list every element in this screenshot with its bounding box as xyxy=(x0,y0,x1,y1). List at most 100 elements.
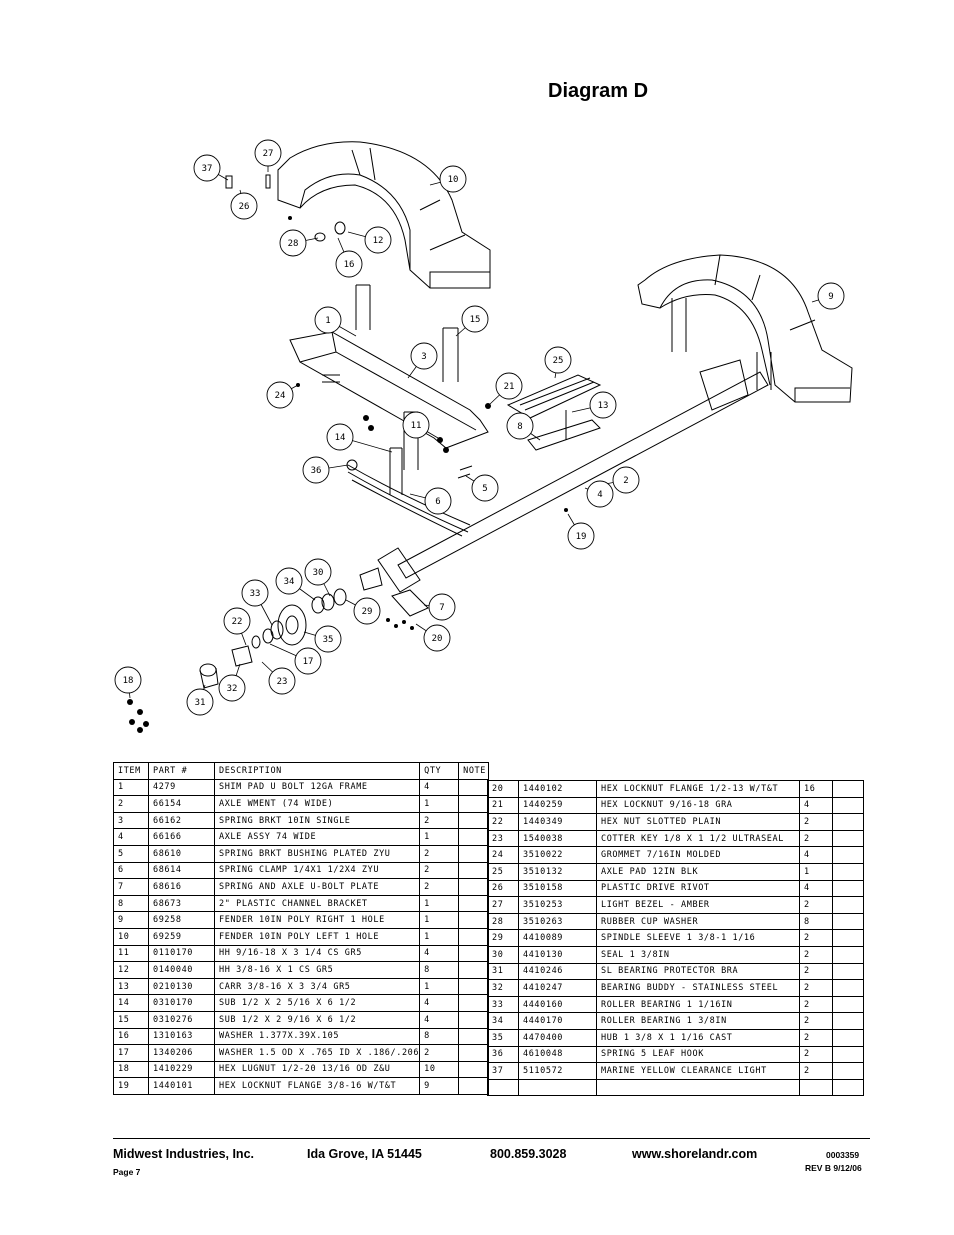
cell-note xyxy=(832,912,864,931)
cell-note xyxy=(458,878,490,896)
cell-item: 10 xyxy=(113,927,149,946)
column-header: ITEM xyxy=(113,762,149,780)
callout-number: 21 xyxy=(504,382,515,392)
callout-number: 18 xyxy=(123,676,134,686)
callout-balloon: 6 xyxy=(424,487,452,515)
column-header: PART # xyxy=(148,762,215,780)
cell-qty: 1 xyxy=(419,795,460,813)
cell-note xyxy=(832,929,864,947)
callout-balloon: 2 xyxy=(612,466,640,494)
frame-bracket-drawing xyxy=(289,331,489,449)
cell-note xyxy=(458,894,490,913)
cell-desc: HEX LUGNUT 1/2-20 13/16 OD Z&U xyxy=(213,1060,421,1079)
callout-number: 24 xyxy=(275,391,286,401)
footer-page: Page 7 xyxy=(113,1167,141,1177)
cell-desc: WASHER 1.5 OD X .765 ID X .186/.206 xyxy=(213,1044,421,1062)
cell-item xyxy=(487,1078,519,1097)
cell-desc: WASHER 1.377X.39X.105 xyxy=(213,1027,421,1046)
cell-part: 1540038 xyxy=(518,829,597,848)
callout-balloon: 15 xyxy=(461,305,489,333)
cell-part: 4440160 xyxy=(518,995,597,1014)
cell-part: 4610048 xyxy=(518,1045,597,1064)
cell-note xyxy=(832,1028,864,1047)
cell-desc: AXLE PAD 12IN BLK xyxy=(596,862,800,881)
cell-part: 1340206 xyxy=(148,1044,215,1062)
cell-item: 34 xyxy=(487,1012,519,1030)
cell-part xyxy=(518,1078,597,1097)
callout-balloon: 22 xyxy=(223,607,251,635)
cell-item: 8 xyxy=(113,894,149,913)
callout-number: 7 xyxy=(439,603,444,613)
cell-qty: 2 xyxy=(799,945,833,964)
cell-item: 12 xyxy=(113,961,149,979)
table-row xyxy=(487,1078,864,1097)
cell-desc xyxy=(596,1078,800,1097)
cell-qty: 8 xyxy=(799,912,833,931)
cell-part: 68614 xyxy=(148,861,215,880)
cell-note xyxy=(458,1060,490,1079)
cell-item: 33 xyxy=(487,995,519,1014)
cell-qty: 2 xyxy=(419,844,460,863)
cell-note xyxy=(458,1044,490,1062)
cell-desc: SPRING AND AXLE U-BOLT PLATE xyxy=(213,878,421,896)
cell-item: 21 xyxy=(487,796,519,815)
callout-balloon: 19 xyxy=(567,522,595,550)
cell-note xyxy=(458,977,490,996)
cell-qty: 4 xyxy=(419,1010,460,1029)
callout-number: 26 xyxy=(239,202,250,212)
cell-note xyxy=(832,962,864,981)
cell-part: 4279 xyxy=(148,778,215,797)
cell-note xyxy=(458,911,490,929)
cell-qty: 2 xyxy=(799,1062,833,1080)
callout-balloon: 32 xyxy=(218,674,246,702)
callout-number: 8 xyxy=(517,422,522,432)
cell-qty: 1 xyxy=(419,894,460,913)
cell-qty: 2 xyxy=(799,1045,833,1064)
cell-note xyxy=(832,896,864,914)
cell-part: 4410089 xyxy=(518,929,597,947)
footer-company: Midwest Industries, Inc. xyxy=(113,1147,254,1161)
cell-item: 19 xyxy=(113,1077,149,1095)
cell-qty: 2 xyxy=(799,929,833,947)
cell-qty: 8 xyxy=(419,1027,460,1046)
hub-assembly-drawing xyxy=(199,588,429,689)
cell-item: 37 xyxy=(487,1062,519,1080)
cell-desc: SPRING BRKT 10IN SINGLE xyxy=(213,811,421,830)
callout-balloon: 21 xyxy=(495,372,523,400)
cell-qty: 4 xyxy=(799,846,833,864)
cell-desc: MARINE YELLOW CLEARANCE LIGHT xyxy=(596,1062,800,1080)
cell-item: 7 xyxy=(113,878,149,896)
cell-desc: FENDER 10IN POLY LEFT 1 HOLE xyxy=(213,927,421,946)
cell-item: 11 xyxy=(113,944,149,963)
leaf-spring-drawing xyxy=(346,459,471,537)
cell-desc: HEX LOCKNUT FLANGE 1/2-13 W/T&T xyxy=(596,780,800,798)
cell-part: 68673 xyxy=(148,894,215,913)
cell-part: 3510158 xyxy=(518,879,597,898)
callout-number: 31 xyxy=(195,698,206,708)
cell-qty: 8 xyxy=(419,961,460,979)
callout-number: 25 xyxy=(553,356,564,366)
cell-note xyxy=(832,813,864,831)
cell-part: 4440170 xyxy=(518,1012,597,1030)
callout-number: 37 xyxy=(202,164,213,174)
cell-qty: 1 xyxy=(799,862,833,881)
cell-part: 3510253 xyxy=(518,896,597,914)
callout-number: 15 xyxy=(470,315,481,325)
callout-number: 10 xyxy=(448,175,459,185)
cell-desc: AXLE ASSY 74 WIDE xyxy=(213,828,421,846)
cell-qty: 9 xyxy=(419,1077,460,1095)
cell-qty: 4 xyxy=(419,778,460,797)
cell-desc: SHIM PAD U BOLT 12GA FRAME xyxy=(213,778,421,797)
column-header: DESCRIPTION xyxy=(213,762,421,780)
cell-desc: COTTER KEY 1/8 X 1 1/2 ULTRASEAL xyxy=(596,829,800,848)
callout-number: 14 xyxy=(335,433,346,443)
cell-qty: 1 xyxy=(419,911,460,929)
cell-part: 68610 xyxy=(148,844,215,863)
cell-desc: HEX NUT SLOTTED PLAIN xyxy=(596,813,800,831)
